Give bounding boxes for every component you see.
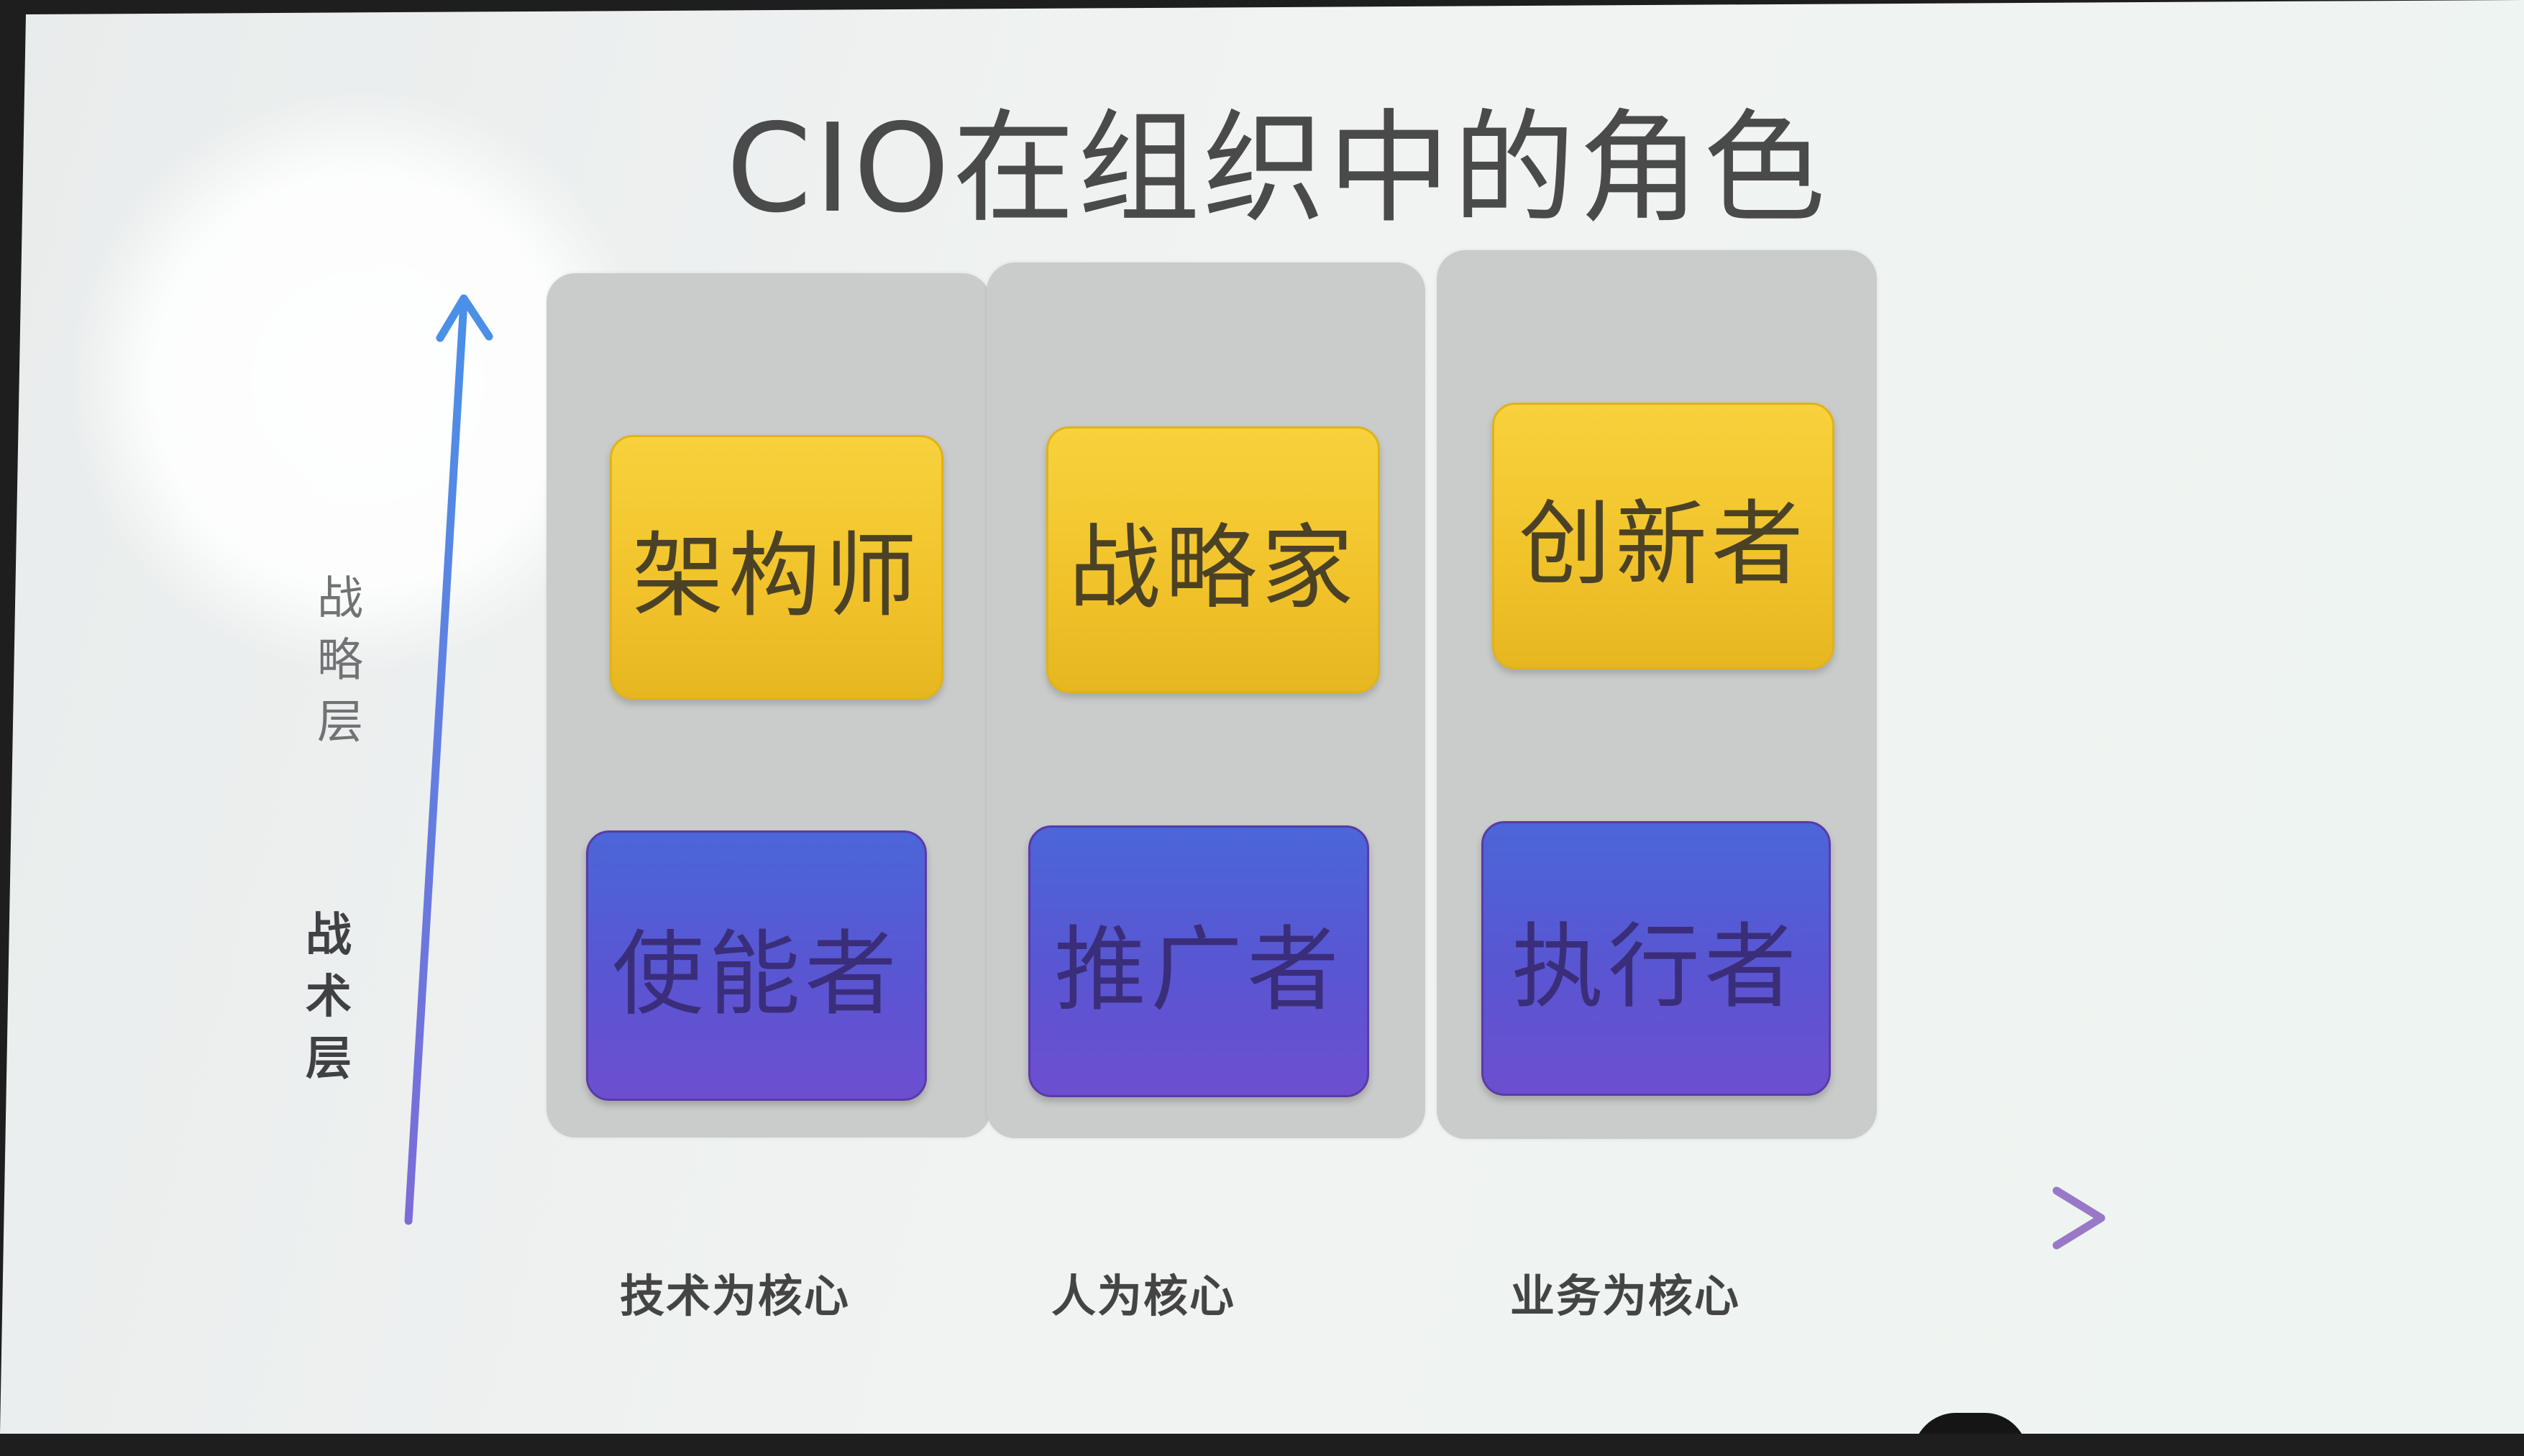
- x-axis-label-people: 人为核心: [1051, 1270, 1236, 1322]
- role-box-promoter: 推广者: [1028, 825, 1369, 1097]
- role-box-enabler: 使能者: [586, 830, 927, 1101]
- y-axis-label-tactical: 战术层: [306, 908, 352, 1086]
- y-axis-arrowhead: [436, 294, 493, 342]
- x-axis-label-business: 业务为核心: [1510, 1270, 1741, 1322]
- y-axis-label-strategic: 战略层: [317, 572, 363, 749]
- role-box-architect: 架构师: [610, 435, 943, 700]
- y-axis-line: [404, 298, 468, 1225]
- x-axis-arrowhead: [2052, 1186, 2105, 1250]
- role-box-executor: 执行者: [1481, 821, 1831, 1096]
- x-axis-label-technology: 技术为核心: [620, 1270, 851, 1322]
- role-box-strategist: 战略家: [1046, 426, 1380, 693]
- slide-title: CIO在组织中的角色: [726, 98, 1829, 240]
- role-box-innovator: 创新者: [1492, 403, 1834, 669]
